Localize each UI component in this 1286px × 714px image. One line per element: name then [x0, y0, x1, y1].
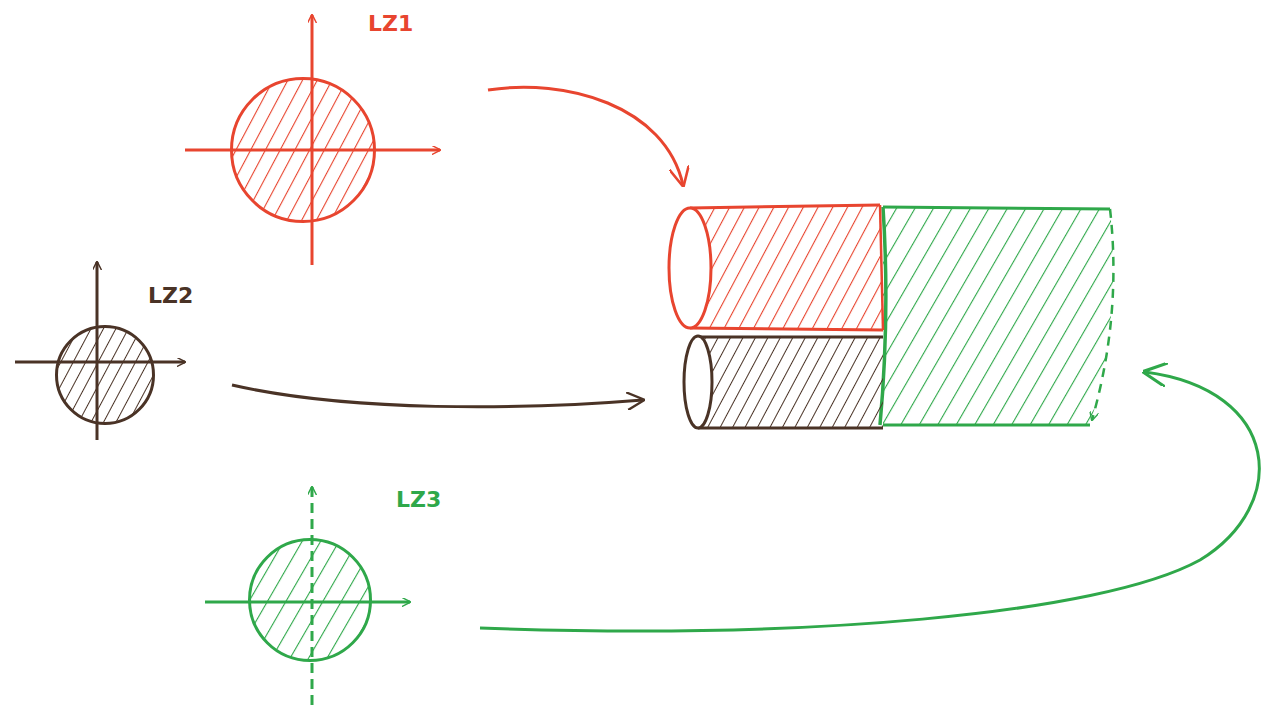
complex-plane: LZ2 — [55, 325, 155, 425]
plane-circle — [230, 77, 376, 223]
complex-plane: LZ3 — [248, 538, 372, 662]
green-arrow — [480, 372, 1259, 631]
plane-label: LZ3 — [396, 488, 441, 512]
complex-plane: LZ1 — [230, 77, 376, 223]
green-cylinder — [880, 207, 1113, 425]
plane-label: LZ2 — [148, 284, 193, 308]
brown-cylinder — [684, 336, 883, 428]
red-cylinder — [669, 205, 883, 330]
plane-label: LZ1 — [368, 12, 413, 36]
brown-arrow — [232, 385, 643, 407]
plane-circle — [55, 325, 155, 425]
plane-circle — [248, 538, 372, 662]
red-arrow — [488, 87, 683, 185]
